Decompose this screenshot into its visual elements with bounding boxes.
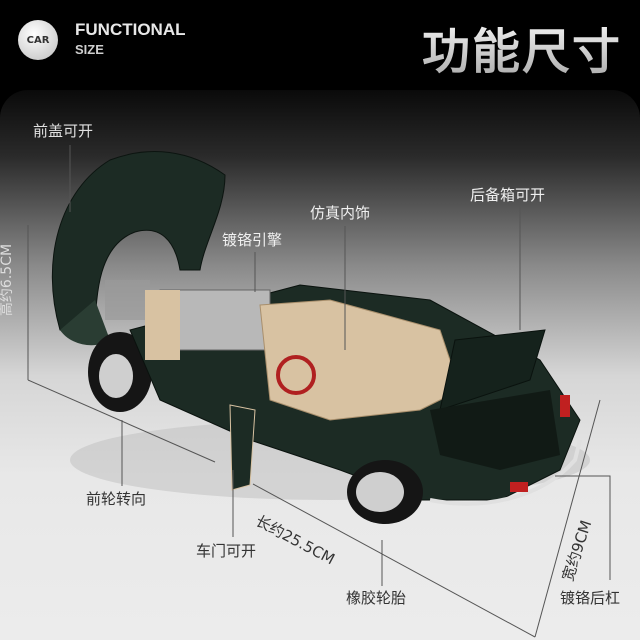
car-badge: CAR	[18, 20, 58, 60]
label-front-hood: 前盖可开	[33, 122, 94, 140]
label-doors: 车门可开	[196, 542, 257, 560]
width-dimension-line	[534, 399, 601, 638]
label-front-steering: 前轮转向	[86, 490, 147, 508]
label-trunk: 后备箱可开	[470, 186, 546, 204]
label-chrome-engine: 镀铬引擎	[222, 231, 283, 249]
height-dimension-label: 高约6.5CM	[0, 243, 16, 317]
length-dimension-line-a	[27, 379, 216, 463]
bumper-leader-line	[555, 475, 611, 580]
subtitle-size: SIZE	[75, 42, 104, 57]
subtitle-functional: FUNCTIONAL	[75, 20, 186, 39]
label-rear-bumper: 镀铬后杠	[560, 589, 621, 607]
label-tires: 橡胶轮胎	[346, 589, 407, 607]
length-dimension-line-b	[252, 483, 536, 638]
page-title: 功能尺寸	[422, 12, 622, 82]
label-interior: 仿真内饰	[310, 204, 371, 222]
